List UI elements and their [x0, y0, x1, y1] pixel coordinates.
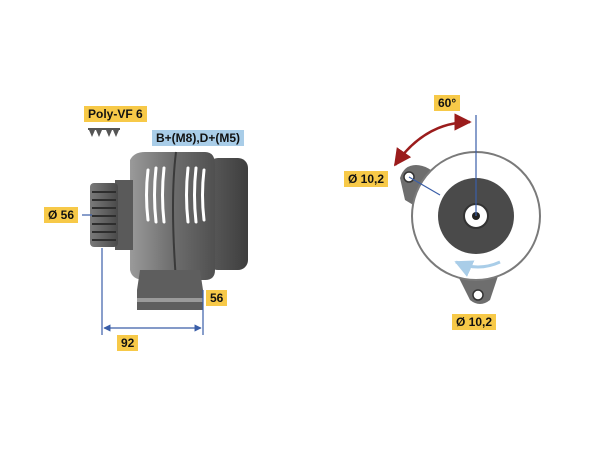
top-hole-diameter-label: Ø 10,2	[344, 171, 389, 187]
angle-label: 60°	[434, 95, 461, 111]
housing-seam	[172, 151, 177, 281]
dimension-lines-left	[82, 214, 204, 335]
alternator-front-view	[393, 113, 541, 304]
pulley	[90, 180, 133, 250]
bottom-mounting-hole	[472, 289, 484, 301]
rotation-arrow-icon	[454, 260, 501, 277]
body-length-label: 92	[117, 335, 139, 351]
rear-cover	[208, 158, 248, 270]
belt-type-label: Poly-VF 6	[84, 106, 147, 122]
foot-highlight	[137, 298, 203, 302]
vent-slots	[145, 166, 206, 224]
pulley-diameter-label: Ø 56	[44, 207, 79, 223]
mount-width-label: 56	[206, 290, 228, 306]
alternator-side-view	[82, 128, 248, 335]
terminal-label: B+(M8),D+(M5)	[152, 130, 245, 146]
mounting-foot	[137, 270, 203, 310]
hole-reference-line	[408, 176, 441, 196]
belt-profile-icon	[88, 128, 120, 137]
bottom-hole-diameter-label: Ø 10,2	[452, 314, 497, 330]
angle-arc	[393, 113, 472, 167]
